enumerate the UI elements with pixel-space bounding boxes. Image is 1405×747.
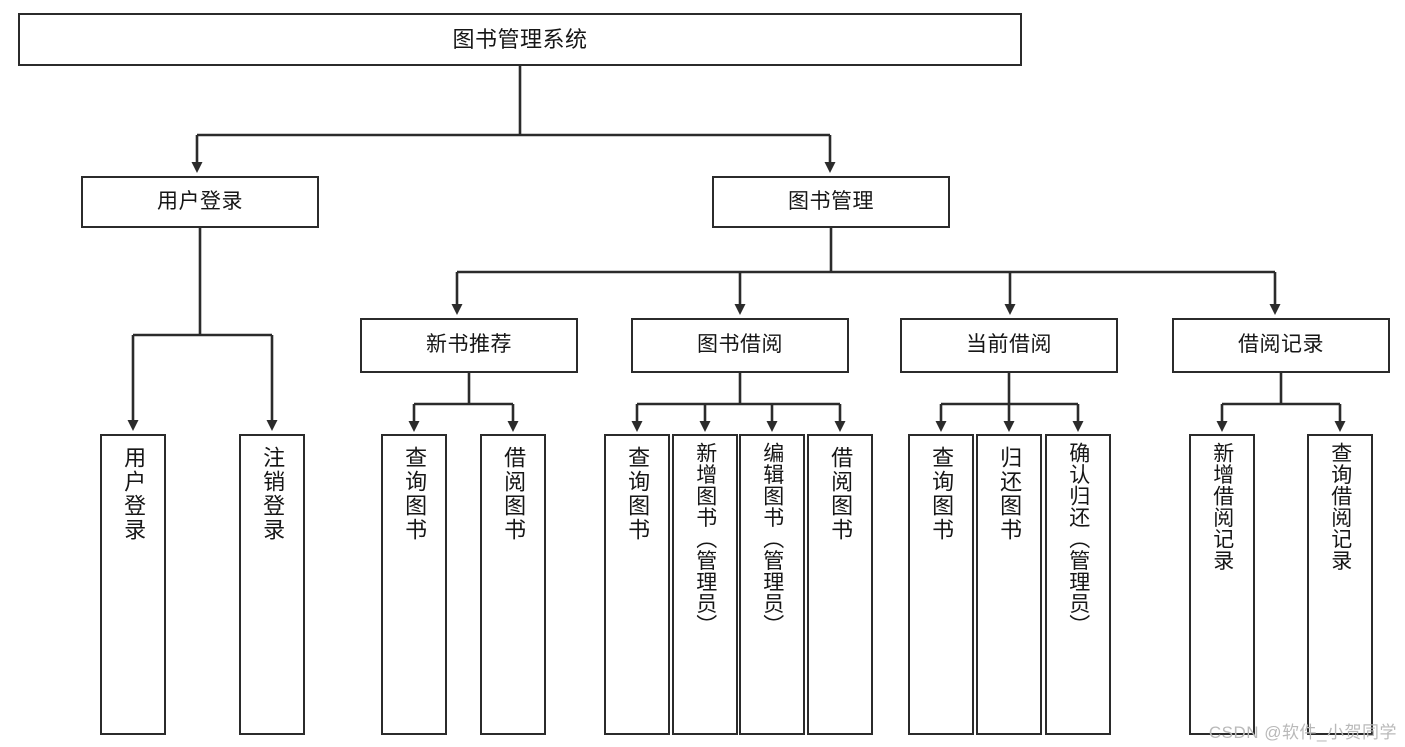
node-user-login-label: 用户登录 bbox=[157, 189, 243, 213]
leaf-borrow-book-2-label: 借阅图书 bbox=[828, 446, 854, 542]
leaf-query-book-3-label: 查询图书 bbox=[929, 446, 955, 542]
leaf-borrow-book-1[interactable]: 借阅图书 bbox=[480, 434, 546, 735]
leaf-query-book-1[interactable]: 查询图书 bbox=[381, 434, 447, 735]
leaf-logout-login[interactable]: 注销登录 bbox=[239, 434, 305, 735]
node-root-system[interactable]: 图书管理系统 bbox=[18, 13, 1022, 66]
csdn-watermark: CSDN @软件_小贺同学 bbox=[1208, 723, 1397, 742]
leaf-query-borrow-record[interactable]: 查询借阅记录 bbox=[1307, 434, 1373, 735]
leaf-return-book[interactable]: 归还图书 bbox=[976, 434, 1042, 735]
leaf-edit-book[interactable]: 编辑图书（管理员） bbox=[739, 434, 805, 735]
node-current-borrow-label: 当前借阅 bbox=[966, 333, 1052, 357]
node-current-borrow[interactable]: 当前借阅 bbox=[900, 318, 1118, 373]
leaf-add-book-label: 新增图书（管理员） bbox=[693, 442, 717, 636]
leaf-edit-book-label: 编辑图书（管理员） bbox=[760, 442, 784, 636]
node-book-manage[interactable]: 图书管理 bbox=[712, 176, 950, 228]
node-borrow-record[interactable]: 借阅记录 bbox=[1172, 318, 1390, 373]
node-borrow-record-label: 借阅记录 bbox=[1238, 333, 1324, 357]
leaf-borrow-book-2[interactable]: 借阅图书 bbox=[807, 434, 873, 735]
node-new-book-recommend[interactable]: 新书推荐 bbox=[360, 318, 578, 373]
leaf-user-login[interactable]: 用户登录 bbox=[100, 434, 166, 735]
leaf-query-book-3[interactable]: 查询图书 bbox=[908, 434, 974, 735]
leaf-add-borrow-record[interactable]: 新增借阅记录 bbox=[1189, 434, 1255, 735]
node-book-manage-label: 图书管理 bbox=[788, 189, 874, 213]
leaf-user-login-label: 用户登录 bbox=[121, 446, 147, 542]
node-root-label: 图书管理系统 bbox=[452, 26, 588, 52]
leaf-confirm-return[interactable]: 确认归还（管理员） bbox=[1045, 434, 1111, 735]
leaf-query-book-2[interactable]: 查询图书 bbox=[604, 434, 670, 735]
node-book-borrow[interactable]: 图书借阅 bbox=[631, 318, 849, 373]
node-book-borrow-label: 图书借阅 bbox=[697, 333, 783, 357]
leaf-return-book-label: 归还图书 bbox=[997, 446, 1023, 542]
leaf-logout-login-label: 注销登录 bbox=[260, 446, 286, 542]
leaf-query-book-2-label: 查询图书 bbox=[625, 446, 651, 542]
leaf-query-book-1-label: 查询图书 bbox=[402, 446, 428, 542]
leaf-add-book[interactable]: 新增图书（管理员） bbox=[672, 434, 738, 735]
node-user-login[interactable]: 用户登录 bbox=[81, 176, 319, 228]
leaf-confirm-return-label: 确认归还（管理员） bbox=[1066, 442, 1090, 636]
leaf-query-borrow-record-label: 查询借阅记录 bbox=[1328, 442, 1352, 571]
leaf-add-borrow-record-label: 新增借阅记录 bbox=[1210, 442, 1234, 571]
node-new-book-recommend-label: 新书推荐 bbox=[426, 333, 512, 357]
leaf-borrow-book-1-label: 借阅图书 bbox=[501, 446, 527, 542]
